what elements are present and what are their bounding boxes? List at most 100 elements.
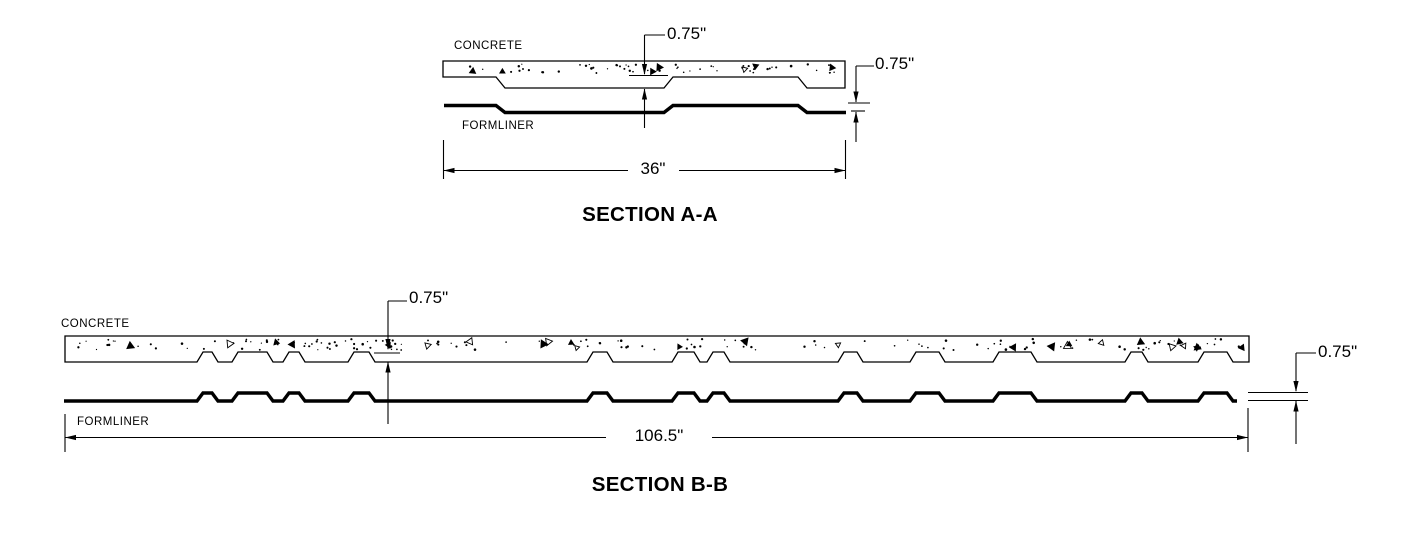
section-b-concrete-texture-dot bbox=[598, 342, 602, 345]
section-b-concrete-texture-aggregate bbox=[740, 337, 749, 347]
section-b-concrete-texture-dot bbox=[265, 340, 269, 344]
section-b-concrete-texture-dot bbox=[240, 347, 244, 351]
section-a-concrete-texture-dot bbox=[768, 67, 771, 70]
section-b-concrete-texture-aggregate bbox=[1097, 338, 1105, 346]
section-b-formliner-profile bbox=[64, 391, 1237, 403]
section-b-concrete-texture-aggregate bbox=[1008, 343, 1017, 352]
section-a-concrete-texture-aggregate bbox=[499, 67, 506, 74]
dimension-arrowhead bbox=[1237, 434, 1248, 441]
section-b-concrete-texture-aggregate bbox=[540, 339, 549, 349]
section-b-concrete-texture-dot bbox=[921, 345, 923, 347]
section-a-concrete-texture-dot bbox=[658, 69, 661, 72]
relief-height-dimension-section-b: 0.75" bbox=[1318, 342, 1358, 361]
section-b-concrete-texture-dot bbox=[303, 345, 306, 348]
section-b-concrete-texture-dot bbox=[942, 347, 945, 350]
section-a-concrete-texture-dot bbox=[627, 65, 630, 68]
section-b-concrete-texture-dot bbox=[320, 342, 323, 344]
section-a-concrete-texture-dot bbox=[619, 65, 621, 68]
section-b-concrete-texture-dot bbox=[641, 345, 644, 348]
section-b-concrete-texture-dot bbox=[976, 343, 979, 346]
section-b-concrete-texture-aggregate bbox=[1237, 343, 1245, 352]
section-a-concrete-texture-dot bbox=[766, 67, 769, 71]
section-b-concrete-texture-dot bbox=[700, 337, 704, 341]
section-b-concrete-texture-dot bbox=[85, 340, 87, 342]
dimension-arrowhead bbox=[443, 167, 455, 174]
section-b-concrete-texture-dot bbox=[1159, 339, 1161, 342]
section-a-concrete-texture-dot bbox=[828, 64, 830, 67]
section-b-concrete-texture-dot bbox=[750, 345, 753, 349]
section-b-concrete-texture-dot bbox=[1004, 348, 1008, 351]
section-b-concrete-texture-dot bbox=[734, 339, 737, 342]
section-b-concrete-texture-dot bbox=[245, 338, 248, 341]
section-b-concrete-texture-dot bbox=[1137, 347, 1140, 350]
section-b-concrete-texture-dot bbox=[149, 343, 152, 346]
section-b-concrete-texture-dot bbox=[742, 345, 745, 348]
section-b-concrete-texture-dot bbox=[344, 340, 347, 342]
section-a-concrete-texture-dot bbox=[742, 64, 745, 67]
section-b-concrete-texture-dot bbox=[245, 340, 247, 343]
section-b-concrete-texture-dot bbox=[369, 346, 372, 349]
dimension-arrowhead bbox=[834, 167, 846, 174]
section-b-concrete-texture-dot bbox=[390, 348, 393, 351]
section-a-concrete-texture-dot bbox=[829, 71, 831, 74]
section-b-concrete-texture-dot bbox=[213, 340, 216, 343]
section-b-concrete-texture-aggregate bbox=[1065, 340, 1073, 347]
section-b-concrete-texture-dot bbox=[381, 339, 384, 342]
section-b-concrete-texture-dot bbox=[304, 342, 307, 345]
section-b-concrete-texture-dot bbox=[505, 341, 507, 343]
section-a-concrete-texture-dot bbox=[595, 72, 598, 74]
section-b-concrete-texture-dot bbox=[1118, 345, 1121, 348]
section-b-concrete-texture-dot bbox=[355, 348, 359, 351]
section-b-concrete-texture-dot bbox=[250, 341, 252, 343]
section-b-concrete-texture-dot bbox=[400, 343, 403, 345]
section-b-concrete-texture-dot bbox=[112, 340, 115, 342]
section-b-concrete-texture-dot bbox=[326, 346, 329, 349]
formliner-label-section-b: FORMLINER bbox=[77, 416, 150, 428]
section-a-concrete-texture-dot bbox=[771, 66, 773, 68]
section-a-concrete-texture-aggregate bbox=[829, 63, 837, 72]
section-a-concrete-texture-dot bbox=[815, 69, 818, 72]
section-a-concrete-texture-aggregate bbox=[741, 66, 749, 74]
section-b-concrete-texture-dot bbox=[693, 345, 696, 349]
section-b-concrete-texture-dot bbox=[427, 339, 429, 342]
section-a-concrete-texture-dot bbox=[628, 69, 631, 73]
section-b-concrete-texture-aggregate bbox=[1176, 337, 1184, 345]
section-a-concrete-texture-dot bbox=[749, 70, 751, 72]
section-b-concrete-texture-dot bbox=[186, 347, 188, 350]
section-b-concrete-texture-aggregate bbox=[1168, 343, 1177, 352]
dimension-arrowhead bbox=[641, 88, 648, 100]
section-a-concrete-texture-dot bbox=[606, 68, 609, 70]
section-b-concrete-texture-dot bbox=[455, 345, 458, 348]
section-b-concrete-texture-dot bbox=[813, 339, 816, 343]
section-a-concrete-texture-dot bbox=[789, 64, 793, 68]
section-b-concrete-texture-dot bbox=[580, 340, 582, 343]
section-b-concrete-texture-dot bbox=[260, 342, 262, 344]
section-b-concrete-texture-dot bbox=[333, 341, 336, 344]
width-dimension-section-a: 36" bbox=[640, 159, 666, 178]
section-b-concrete-texture-dot bbox=[1032, 341, 1035, 345]
section-b-concrete-texture-dot bbox=[999, 343, 1002, 346]
section-b-concrete-texture-dot bbox=[316, 338, 319, 341]
section-b-concrete-texture-dot bbox=[619, 339, 623, 342]
section-b-concrete-texture-dot bbox=[1023, 347, 1027, 351]
section-a-concrete-texture-dot bbox=[632, 70, 634, 73]
section-b-concrete-texture-dot bbox=[366, 340, 369, 343]
section-b-concrete-texture-dot bbox=[1060, 346, 1062, 348]
section-b-concrete-texture-dot bbox=[685, 347, 688, 350]
section-a-concrete-texture-aggregate bbox=[650, 67, 657, 76]
section-a-title: SECTION A-A bbox=[582, 203, 718, 226]
width-dimension-section-b: 106.5" bbox=[634, 426, 684, 445]
section-a-concrete-texture-dot bbox=[716, 70, 718, 72]
section-b-concrete-texture-aggregate bbox=[1046, 342, 1056, 352]
section-b-concrete-texture-dot bbox=[927, 346, 929, 349]
section-b-concrete-texture-aggregate bbox=[126, 340, 136, 350]
section-b-concrete-texture-dot bbox=[1142, 348, 1145, 351]
dimension-arrowhead bbox=[853, 91, 859, 103]
section-b-concrete-texture-aggregate bbox=[465, 336, 474, 346]
section-a-concrete-texture-aggregate bbox=[468, 66, 477, 74]
section-b-concrete-texture-dot bbox=[538, 340, 540, 342]
section-a-concrete-texture-dot bbox=[584, 64, 588, 68]
section-a-concrete-texture-dot bbox=[677, 66, 679, 69]
section-b-concrete-texture-dot bbox=[726, 346, 728, 348]
